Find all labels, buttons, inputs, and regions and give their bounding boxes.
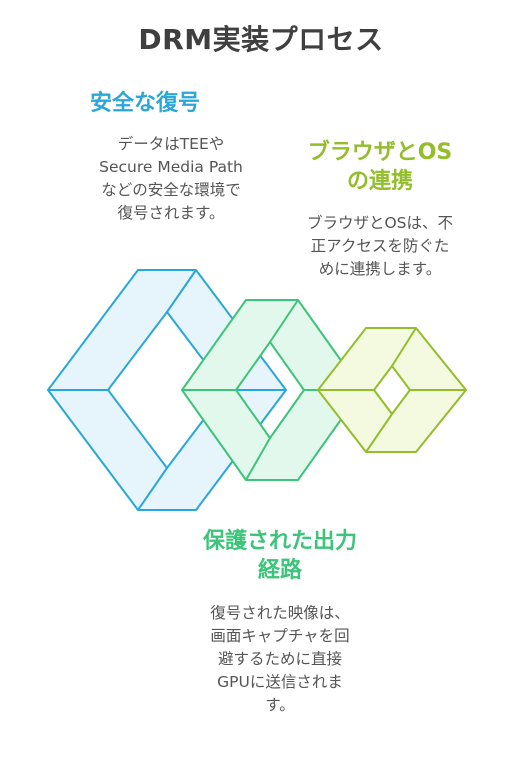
lime-rhombus-frame bbox=[317, 327, 467, 453]
description-line: 正アクセスを防ぐた bbox=[310, 237, 450, 255]
heading-line: 保護された出力 bbox=[202, 529, 357, 554]
section-heading-protected-output: 保護された出力 経路 bbox=[180, 527, 380, 585]
description-line: 復号されます。 bbox=[117, 204, 225, 222]
description-line: GPUに送信されま bbox=[217, 673, 343, 691]
section-description-browser-os: ブラウザとOSは、不 正アクセスを防ぐた めに連携します。 bbox=[290, 212, 470, 281]
heading-line: 経路 bbox=[257, 558, 302, 583]
heading-line: ブラウザとOS bbox=[307, 140, 453, 165]
description-line: データはTEEや bbox=[117, 135, 225, 153]
heading-line: の連携 bbox=[346, 169, 413, 194]
description-line: などの安全な環境で bbox=[101, 181, 241, 199]
lime-facet-line bbox=[391, 327, 417, 367]
description-line: 画面キャプチャを回 bbox=[210, 627, 350, 645]
section-description-secure-decryption: データはTEEや Secure Media Path などの安全な環境で 復号さ… bbox=[76, 133, 266, 225]
page-title: DRM実装プロセス bbox=[138, 23, 384, 56]
description-line: めに連携します。 bbox=[318, 260, 442, 278]
section-heading-browser-os: ブラウザとOS の連携 bbox=[290, 138, 470, 196]
section-heading-secure-decryption: 安全な復号 bbox=[60, 89, 230, 118]
section-description-protected-output: 復号された映像は、 画面キャプチャを回 避するために直接 GPUに送信されま す… bbox=[180, 602, 380, 717]
description-line: ブラウザとOSは、不 bbox=[306, 214, 454, 232]
green-facet-line bbox=[245, 437, 271, 481]
description-line: す。 bbox=[265, 696, 295, 714]
lime-facet-line bbox=[365, 413, 393, 453]
description-line: 避するために直接 bbox=[217, 650, 342, 668]
green-facet-line bbox=[269, 299, 299, 343]
description-line: Secure Media Path bbox=[99, 158, 243, 176]
blue-facet-line bbox=[137, 467, 168, 511]
description-line: 復号された映像は、 bbox=[210, 604, 350, 622]
heading-line: 安全な復号 bbox=[89, 91, 200, 116]
blue-facet-line bbox=[166, 269, 197, 313]
